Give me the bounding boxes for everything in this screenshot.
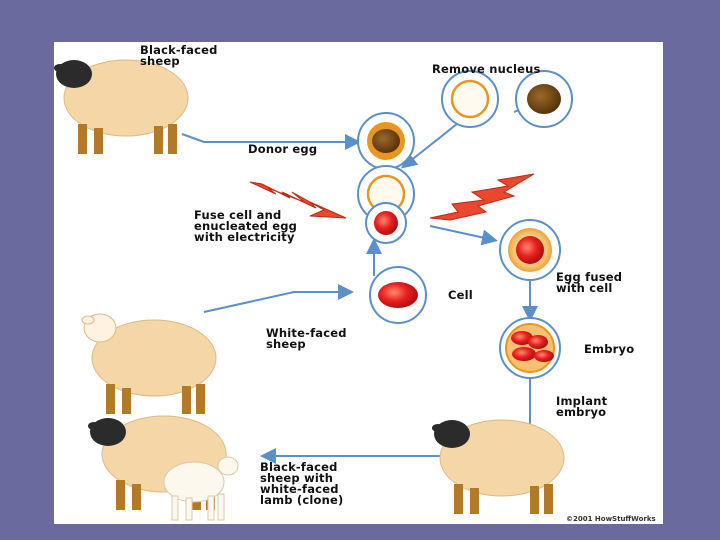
fusion-cells [357,165,415,244]
arrow-fuse-to-egg-fused [429,225,498,246]
label-fuse-cell: Fuse cell and enucleated egg with electr… [194,208,298,244]
black-faced-sheep-top [54,59,189,155]
remove-nucleus-cells [441,70,573,128]
label-embryo: Embryo [584,342,635,356]
electric-spark-icon [249,173,535,221]
arrow-white-sheep-to-cell [203,284,354,313]
cloning-diagram [54,59,573,521]
label-donor-egg: Donor egg [248,142,318,156]
label-egg-fused: Egg fused with cell [556,270,623,295]
white-faced-lamb [163,456,239,521]
label-cell: Cell [448,288,473,302]
label-black-faced-sheep: Black-faced sheep [140,43,218,68]
copyright-text: ©2001 HowStuffWorks [566,515,656,523]
label-clone-result: Black-faced sheep with white-faced lamb … [260,460,344,507]
label-implant-embryo: Implant embryo [556,394,608,419]
egg-fused-cell [499,219,561,281]
arrow-sheep-to-donor-egg [181,133,361,150]
surrogate-black-faced-sheep [432,419,565,515]
diagram-panel: Black-faced sheep Remove nucleus Donor e… [54,42,663,524]
label-white-faced-sheep: White-faced sheep [266,326,347,351]
body-cell [369,266,427,324]
embryo-cell [499,317,561,379]
white-faced-sheep [81,313,217,415]
donor-egg-cell [357,112,415,170]
label-remove-nucleus: Remove nucleus [432,62,541,76]
black-faced-sheep-with-lamb [88,415,227,511]
